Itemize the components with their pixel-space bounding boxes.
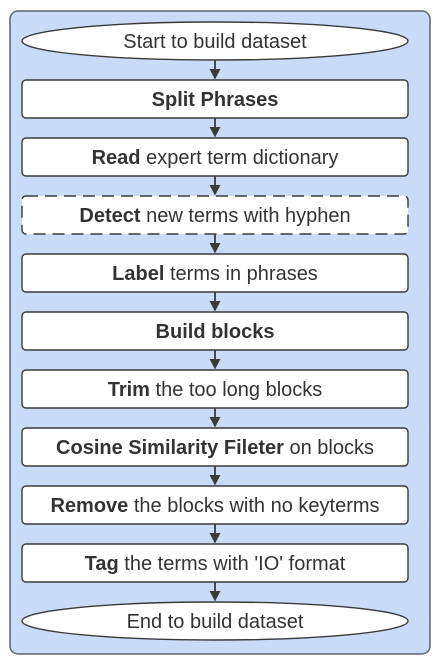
process-box [21,137,409,177]
step-label: End to build dataset [127,611,304,633]
arrowhead [209,301,221,312]
step-label-rest: new terms with hyphen [141,205,351,227]
step-label-bold: Tag [85,553,119,575]
flow-step-tag-the-terms-with-io-format: Tag the terms with 'IO' format [21,543,409,583]
step-label-rest: on blocks [284,437,374,459]
arrowhead [209,185,221,196]
flow-step-remove-the-blocks-with-no-keyterms: Remove the blocks with no keyterms [21,485,409,525]
step-label-rest: the blocks with no keyterms [128,495,379,517]
step-label: Label terms in phrases [112,263,318,285]
connector-arrow [209,350,221,370]
arrowhead [209,69,221,80]
terminal-ellipse [21,21,409,61]
step-label-bold: Trim [108,379,150,401]
step-label-bold: Remove [50,495,128,517]
step-label: Trim the too long blocks [108,379,323,401]
process-box [21,369,409,409]
step-label: Detect new terms with hyphen [79,205,350,227]
step-label-bold: Detect [79,205,140,227]
step-label: Tag the terms with 'IO' format [85,553,346,575]
step-label-bold: Build blocks [156,321,275,343]
step-label-bold: Read [92,147,141,169]
step-label-bold: Label [112,263,164,285]
arrowhead [209,359,221,370]
step-label: Split Phrases [152,89,279,111]
arrowhead [209,475,221,486]
step-label-rest: End to build dataset [127,611,304,633]
step-label-rest: the too long blocks [150,379,322,401]
connector-arrow [209,118,221,138]
step-label-rest: Start to build dataset [123,31,307,53]
step-label-rest: expert term dictionary [141,147,339,169]
step-label: Remove the blocks with no keyterms [50,495,379,517]
process-box [21,253,409,293]
connector-arrow [209,408,221,428]
arrowhead [209,533,221,544]
connector-arrow [209,176,221,196]
step-label-rest: terms in phrases [164,263,317,285]
flow-step-split-phrases: Split Phrases [21,79,409,119]
arrowhead [209,243,221,254]
flow-step-trim-the-too-long-blocks: Trim the too long blocks [21,369,409,409]
flow-step-cosine-similarity-fileter-on-blocks: Cosine Similarity Fileter on blocks [21,427,409,467]
connector-arrow [209,524,221,544]
step-label-bold: Cosine Similarity Fileter [56,437,284,459]
flow-arrows [209,60,221,602]
arrowhead [209,417,221,428]
process-box [21,311,409,351]
connector-arrow [209,582,221,602]
arrowhead [209,127,221,138]
process-box [21,195,409,235]
flow-step-start-to-build-dataset: Start to build dataset [21,21,409,61]
flow-step-label-terms-in-phrases: Label terms in phrases [21,253,409,293]
arrowhead [209,591,221,602]
process-box [21,79,409,119]
flow-step-read-expert-term-dictionary: Read expert term dictionary [21,137,409,177]
connector-arrow [209,292,221,312]
connector-arrow [209,234,221,254]
step-label-rest: the terms with 'IO' format [119,553,346,575]
flow-step-detect-new-terms-with-hyphen: Detect new terms with hyphen [21,195,409,235]
step-label: Cosine Similarity Fileter on blocks [56,437,374,459]
process-box [21,485,409,525]
flow-step-end-to-build-dataset: End to build dataset [21,601,409,641]
connector-arrow [209,466,221,486]
process-box [21,543,409,583]
connector-arrow [209,60,221,80]
flow-step-build-blocks: Build blocks [21,311,409,351]
step-label-bold: Split Phrases [152,89,279,111]
step-label: Read expert term dictionary [92,147,339,169]
terminal-ellipse [21,601,409,641]
step-label: Build blocks [156,321,275,343]
step-label: Start to build dataset [123,31,307,53]
process-box [21,427,409,467]
